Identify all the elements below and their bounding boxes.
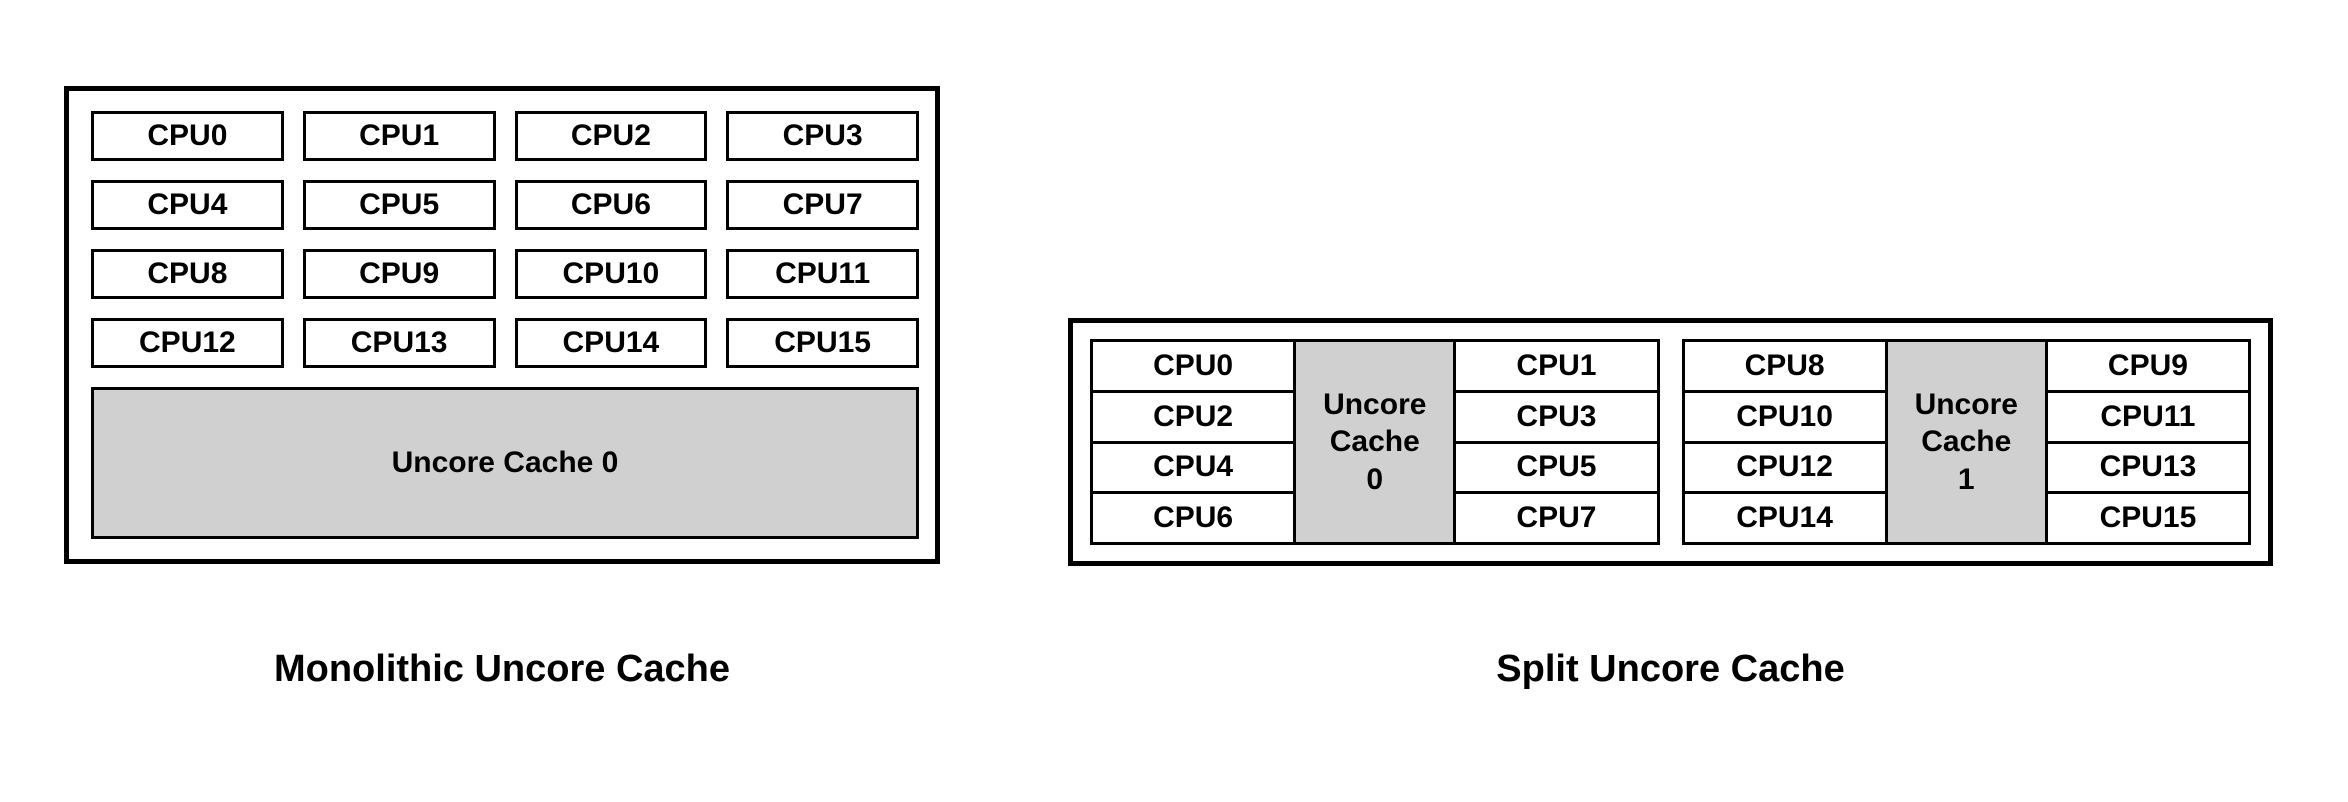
cpu-box-cpu9: CPU9: [2044, 339, 2251, 393]
cpu-box-cpu7: CPU7: [1453, 491, 1660, 545]
cpu-box-cpu0: CPU0: [1090, 339, 1297, 393]
cpu-box-cpu1: CPU1: [1453, 339, 1660, 393]
monolithic-cpu-row: CPU4 CPU5 CPU6 CPU7: [91, 180, 919, 230]
monolithic-cpu-row: CPU12 CPU13 CPU14 CPU15: [91, 318, 919, 368]
cpu-box-cpu15: CPU15: [726, 318, 919, 368]
cpu-box-cpu13: CPU13: [302, 318, 496, 368]
cpu-box-cpu6: CPU6: [514, 180, 708, 230]
cpu-box-cpu11: CPU11: [726, 249, 919, 299]
cpu-box-cpu8: CPU8: [1681, 339, 1888, 393]
cpu-box-cpu3: CPU3: [1453, 389, 1660, 444]
cpu-box-cpu2: CPU2: [514, 111, 708, 161]
uncore-cache-0-line2: Cache: [1329, 425, 1420, 459]
monolithic-cpu-row: CPU8 CPU9 CPU10 CPU11: [91, 249, 919, 299]
cpu-box-cpu9: CPU9: [302, 249, 496, 299]
cpu-box-cpu0: CPU0: [91, 111, 284, 161]
cpu-box-cpu12: CPU12: [1681, 440, 1888, 495]
uncore-cache-1-line3: 1: [1957, 462, 1975, 496]
monolithic-cpu-row: CPU0 CPU1 CPU2 CPU3: [91, 111, 919, 161]
cpu-box-cpu4: CPU4: [1090, 440, 1297, 495]
cpu-box-cpu1: CPU1: [302, 111, 496, 161]
split-clusters-container: CPU0 CPU2 CPU4 CPU6 Uncore Cache 0 CPU1 …: [1090, 339, 2251, 545]
cpu-box-cpu13: CPU13: [2044, 440, 2251, 495]
cpu-box-cpu11: CPU11: [2044, 389, 2251, 444]
split-cluster-1: CPU8 CPU10 CPU12 CPU14 Uncore Cache 1 CP…: [1681, 339, 2251, 545]
uncore-cache-0-block: Uncore Cache 0: [91, 387, 919, 539]
cpu-box-cpu14: CPU14: [514, 318, 708, 368]
cpu-box-cpu6: CPU6: [1090, 491, 1297, 545]
uncore-cache-1-line2: Cache: [1921, 425, 2012, 459]
cpu-box-cpu3: CPU3: [726, 111, 919, 161]
cpu-box-cpu14: CPU14: [1681, 491, 1888, 545]
monolithic-uncore-cache-diagram: CPU0 CPU1 CPU2 CPU3 CPU4 CPU5 CPU6 CPU7 …: [64, 86, 940, 564]
cpu-box-cpu15: CPU15: [2044, 491, 2251, 545]
cpu-box-cpu8: CPU8: [91, 249, 284, 299]
uncore-cache-1-line1: Uncore: [1914, 387, 2018, 421]
split-cluster-0-right-column: CPU1 CPU3 CPU5 CPU7: [1453, 339, 1660, 545]
split-diagram-caption: Split Uncore Cache: [1496, 648, 1845, 690]
cpu-box-cpu10: CPU10: [514, 249, 708, 299]
cpu-box-cpu12: CPU12: [91, 318, 284, 368]
split-uncore-cache-diagram: CPU0 CPU2 CPU4 CPU6 Uncore Cache 0 CPU1 …: [1068, 318, 2273, 566]
cpu-box-cpu5: CPU5: [302, 180, 496, 230]
split-cluster-1-left-column: CPU8 CPU10 CPU12 CPU14: [1681, 339, 1888, 545]
cpu-box-cpu5: CPU5: [1453, 440, 1660, 495]
cpu-box-cpu4: CPU4: [91, 180, 284, 230]
uncore-cache-0-block: Uncore Cache 0: [1293, 339, 1457, 545]
uncore-cache-1-block: Uncore Cache 1: [1884, 339, 2048, 545]
split-cluster-0-left-column: CPU0 CPU2 CPU4 CPU6: [1090, 339, 1297, 545]
uncore-cache-0-line3: 0: [1366, 462, 1384, 496]
monolithic-cpu-grid: CPU0 CPU1 CPU2 CPU3 CPU4 CPU5 CPU6 CPU7 …: [91, 111, 919, 368]
cpu-box-cpu7: CPU7: [726, 180, 919, 230]
monolithic-diagram-caption: Monolithic Uncore Cache: [273, 648, 731, 690]
cpu-box-cpu2: CPU2: [1090, 389, 1297, 444]
split-cluster-1-right-column: CPU9 CPU11 CPU13 CPU15: [2044, 339, 2251, 545]
uncore-cache-0-line1: Uncore: [1323, 387, 1427, 421]
cpu-box-cpu10: CPU10: [1681, 389, 1888, 444]
split-cluster-0: CPU0 CPU2 CPU4 CPU6 Uncore Cache 0 CPU1 …: [1090, 339, 1660, 545]
